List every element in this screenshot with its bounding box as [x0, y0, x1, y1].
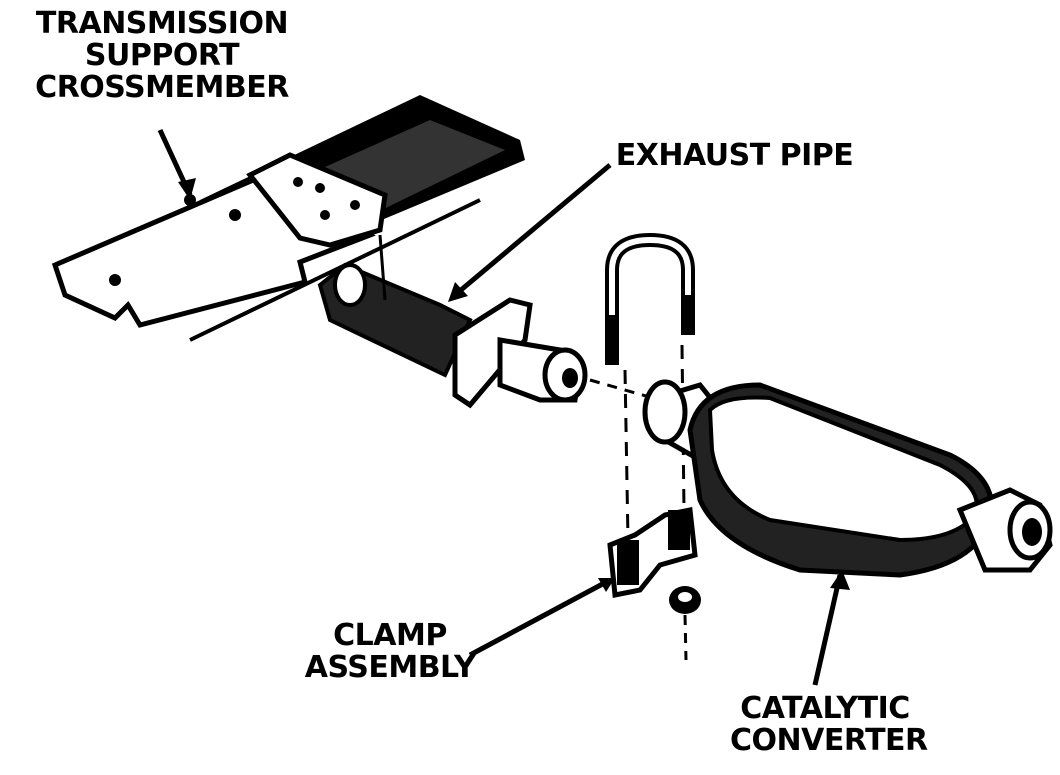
label-line: CATALYTIC [740, 691, 910, 726]
label-transmission-support-crossmember: TRANSMISSION SUPPORT CROSSMEMBER [22, 8, 302, 104]
label-line: CONVERTER [730, 723, 928, 758]
label-exhaust-pipe: EXHAUST PIPE [612, 140, 857, 172]
clamp-part [607, 507, 701, 661]
label-clamp-assembly: CLAMP ASSEMBLY [300, 620, 480, 684]
leader-clamp [468, 577, 612, 658]
label-catalytic-converter: CATALYTIC CONVERTER [730, 691, 928, 758]
leader-converter [812, 574, 843, 686]
label-line: TRANSMISSION [35, 6, 289, 41]
label-line: CLAMP [333, 618, 447, 653]
label-line: SUPPORT [84, 38, 240, 73]
leader-exhaust [453, 163, 612, 297]
label-line: CROSSMEMBER [35, 70, 289, 105]
catalytic-converter-part [642, 379, 1053, 578]
leader-lines [157, 128, 843, 686]
leader-arrowheads [178, 178, 850, 592]
label-line: ASSEMBLY [304, 650, 476, 685]
label-line: EXHAUST PIPE [615, 138, 854, 173]
crossmember-part [51, 95, 525, 342]
exhaust-pipe-part [317, 234, 588, 409]
